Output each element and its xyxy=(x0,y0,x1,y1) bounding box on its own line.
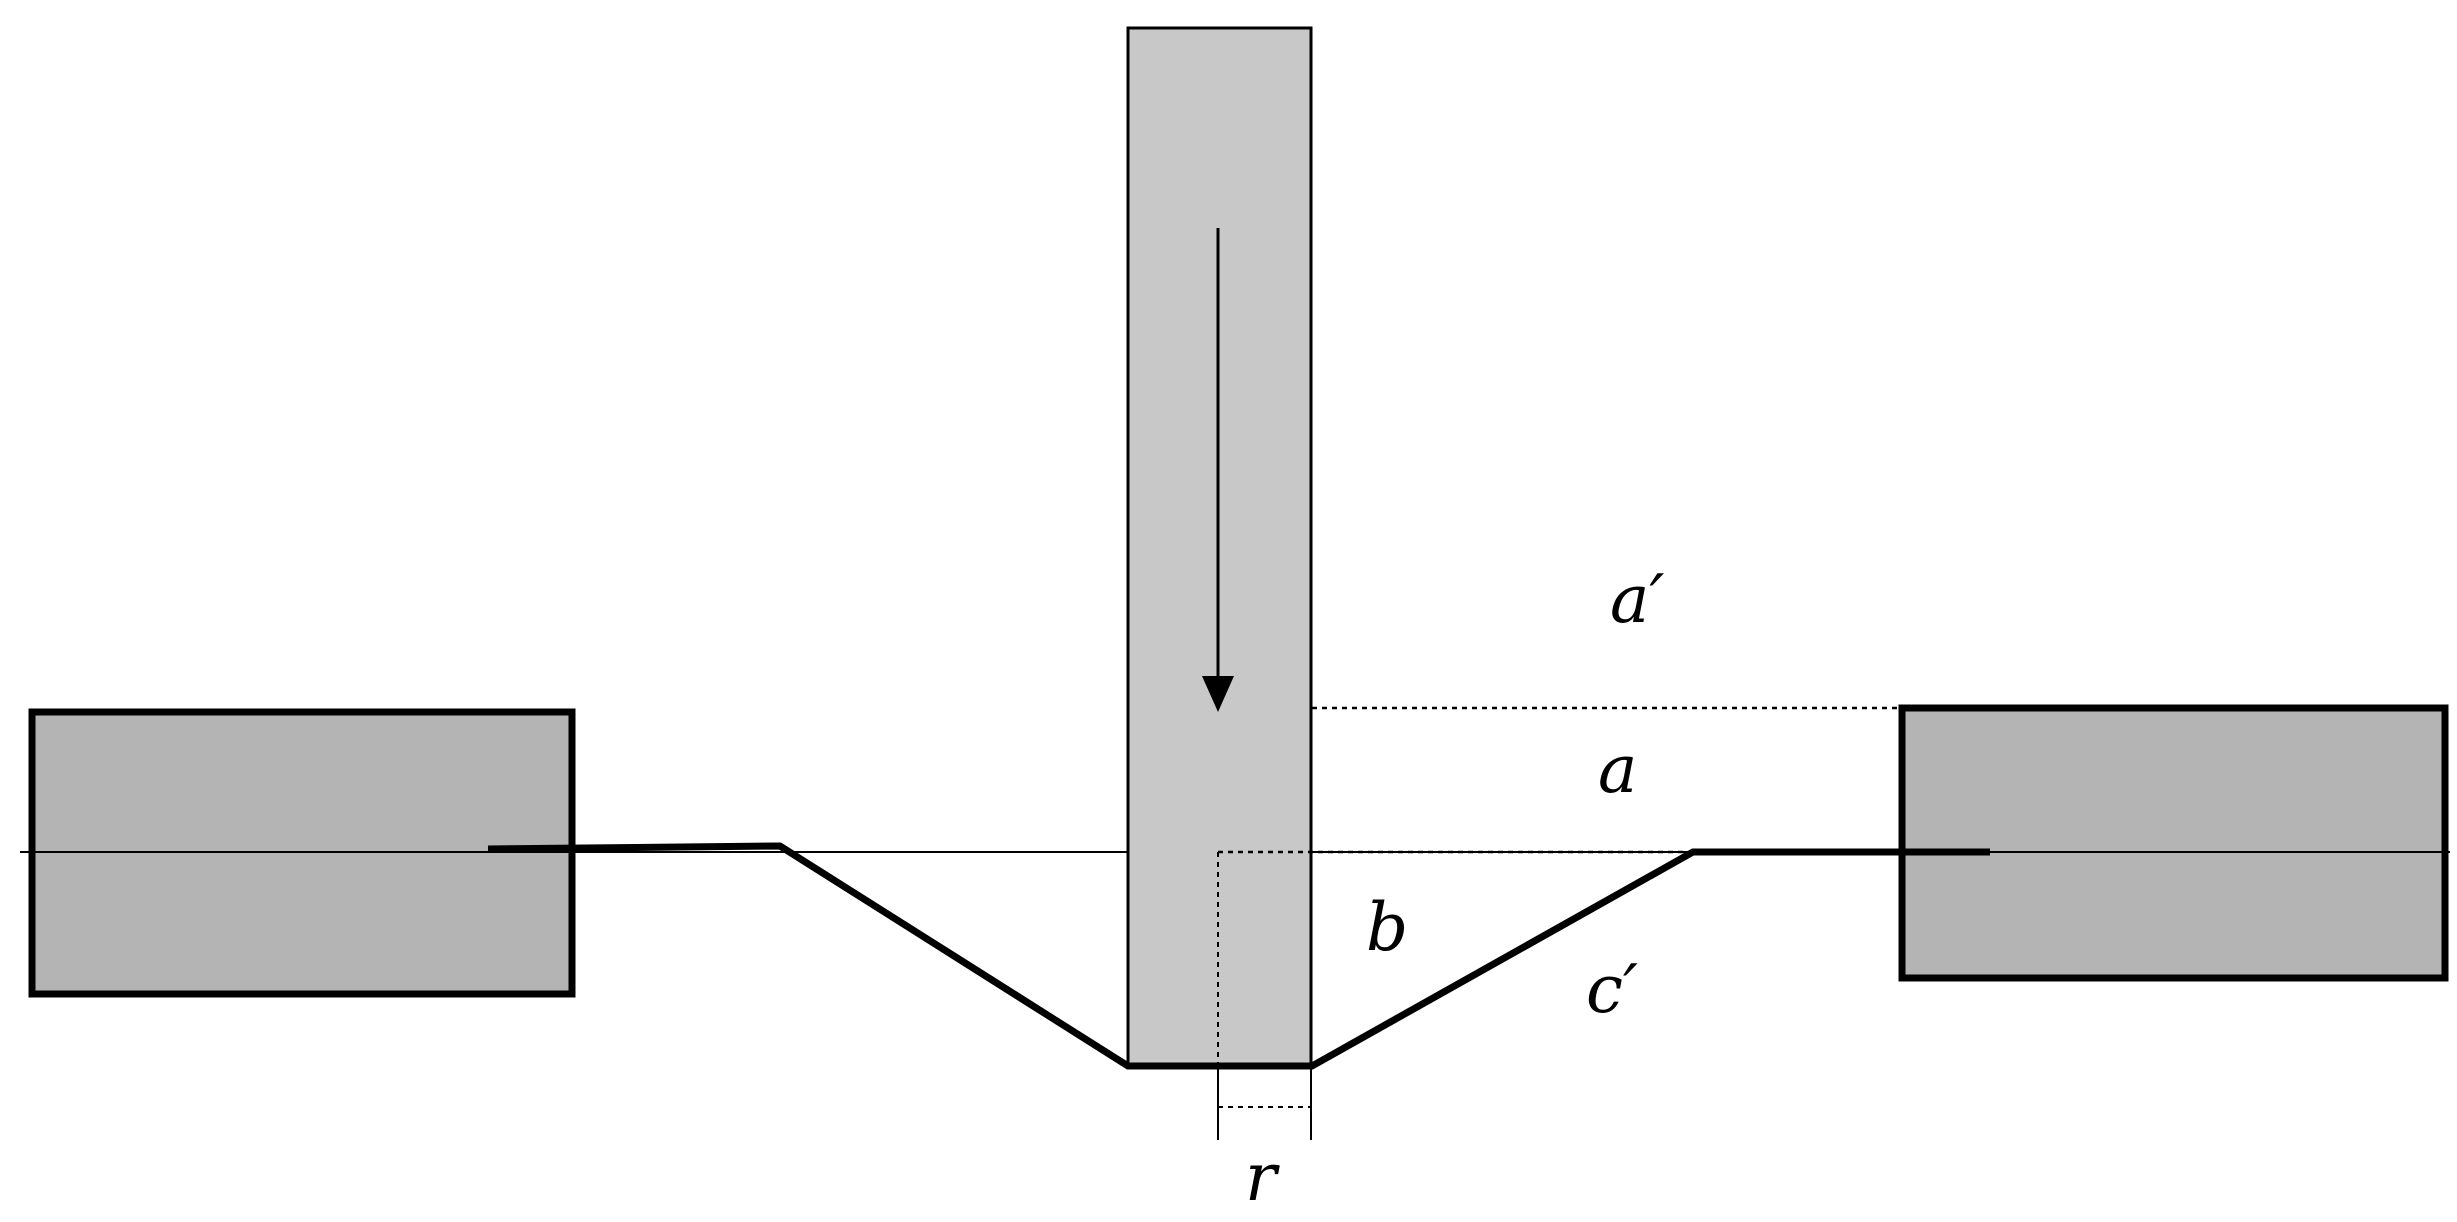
label-r: r xyxy=(1245,1139,1280,1216)
bent-sheet-profile xyxy=(487,842,1990,1070)
down-arrow-icon xyxy=(1202,228,1234,712)
label-a: a xyxy=(1598,731,1637,808)
label-a-prime: a′ xyxy=(1610,561,1664,638)
label-c-prime: c′ xyxy=(1586,951,1638,1028)
right-clamp-block xyxy=(1898,704,2449,982)
label-b: b xyxy=(1366,889,1408,966)
